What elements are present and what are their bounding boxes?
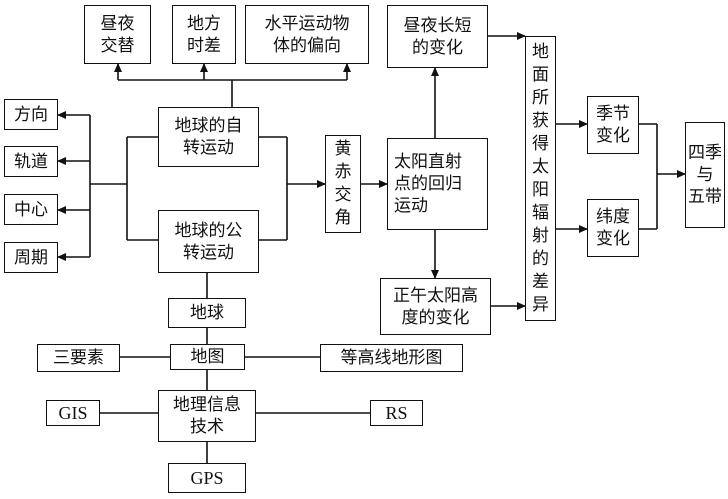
node-radiation-difference: 地 面 所 获 得 太 阳 辐 射 的 差 异 [525, 36, 556, 321]
node-obliquity: 黄 赤 交 角 [325, 135, 361, 233]
node-revolution: 地球的公 转运动 [158, 210, 259, 273]
node-map: 地图 [170, 344, 245, 370]
node-direct-point: 太阳直射 点的回归 运动 [387, 138, 488, 230]
node-earth: 地球 [168, 298, 246, 328]
node-gps: GPS [168, 463, 246, 493]
node-day-length: 昼夜长短 的变化 [387, 5, 488, 68]
node-direction: 方向 [4, 99, 58, 130]
node-three-elements: 三要素 [37, 344, 120, 372]
node-deflection: 水平运动物 体的偏向 [245, 5, 369, 64]
node-geo-info-tech: 地理信息 技术 [158, 390, 256, 442]
node-four-seasons: 四季与 五带 [685, 122, 725, 228]
node-rotation: 地球的自 转运动 [158, 107, 259, 167]
node-latitude-change: 纬度 变化 [587, 199, 639, 257]
node-contour-map: 等高线地形图 [320, 344, 463, 372]
node-local-time: 地方 时差 [172, 5, 236, 64]
node-day-night: 昼夜 交替 [84, 5, 151, 64]
node-gis: GIS [46, 400, 100, 426]
node-season-change: 季节 变化 [587, 96, 639, 154]
node-rs: RS [370, 400, 423, 426]
node-period: 周期 [4, 242, 58, 273]
node-noon-altitude: 正午太阳高 度的变化 [380, 278, 491, 335]
node-center: 中心 [4, 194, 58, 225]
node-orbit: 轨道 [4, 146, 58, 177]
